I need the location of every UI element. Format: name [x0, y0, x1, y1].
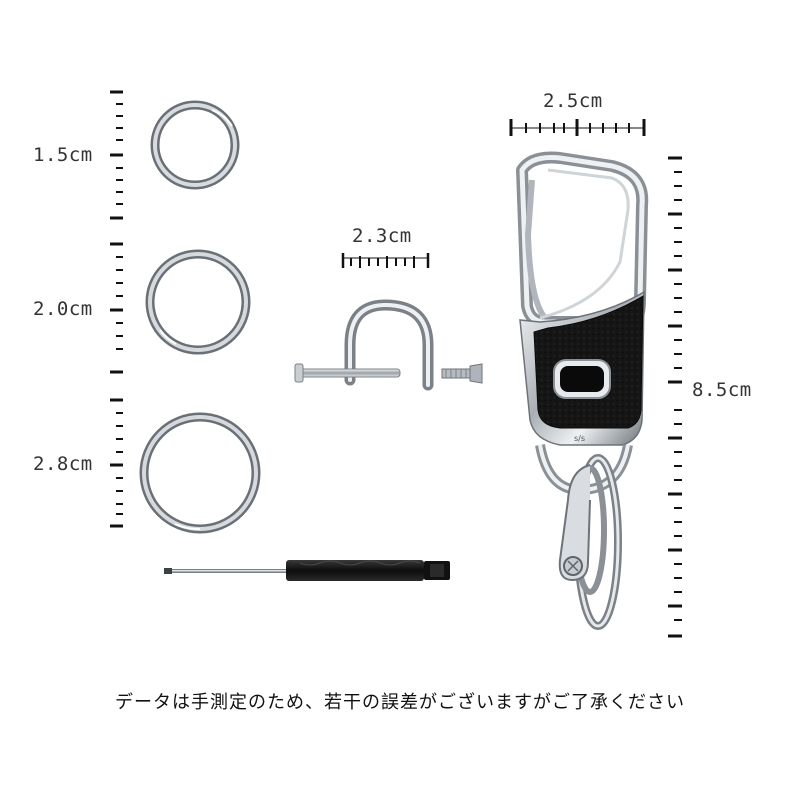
ruler-shackle: [341, 253, 430, 268]
carabiner-width-label: 2.5cm: [543, 90, 603, 112]
ruler-carabiner-width: [509, 119, 646, 136]
split-ring-large: [139, 412, 261, 534]
carabiner-length-label: 8.5cm: [692, 379, 752, 401]
split-ring-medium: [145, 249, 251, 355]
ring-small-size-label: 1.5cm: [33, 144, 93, 166]
ruler-left: [110, 90, 123, 528]
u-shackle: [294, 299, 434, 391]
svg-text:ꜱ/ꜱ: ꜱ/ꜱ: [574, 434, 585, 443]
measurement-disclaimer: データは手測定のため、若干の誤差がございますがご了承ください: [115, 692, 685, 713]
carabiner-keychain: ꜱ/ꜱ: [516, 151, 649, 630]
screw: [441, 363, 483, 384]
ring-large-size-label: 2.8cm: [33, 453, 93, 475]
ring-medium-size-label: 2.0cm: [33, 298, 93, 320]
shackle-width-label: 2.3cm: [352, 225, 412, 247]
screwdriver: [164, 560, 450, 581]
ruler-carabiner-length: [668, 156, 682, 638]
split-ring-small: [150, 100, 240, 190]
